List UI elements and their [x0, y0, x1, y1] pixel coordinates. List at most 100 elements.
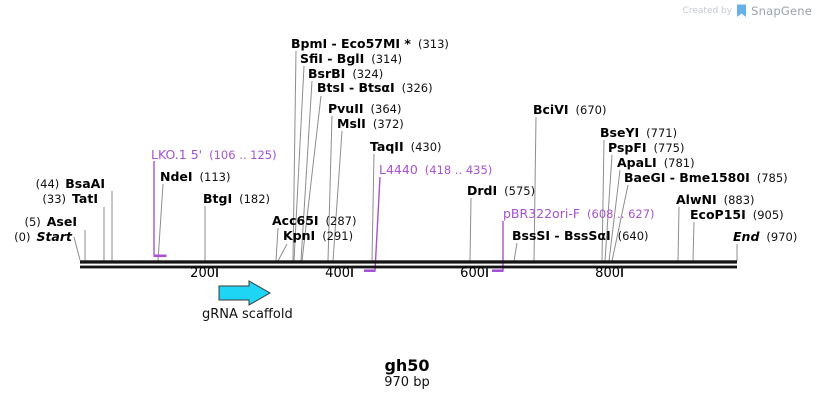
enzyme-position: (291): [322, 229, 354, 243]
site-label-drdi[interactable]: DrdI (575): [467, 184, 535, 198]
enzyme-name: KpnI: [283, 228, 316, 243]
enzyme-position: (313): [417, 37, 449, 51]
enzyme-name: TaqII: [370, 139, 404, 154]
primer-name: pBR322ori-F: [503, 206, 581, 221]
enzyme-position: (640): [617, 229, 649, 243]
primer-l4440-annotation: [364, 176, 381, 272]
enzyme-name: ApaLI: [617, 155, 657, 170]
site-label-baegi[interactable]: BaeGI - Bme1580I (785): [624, 171, 788, 185]
sequence-line[interactable]: [80, 260, 737, 269]
primer-label-pbr322ori-f[interactable]: pBR322ori-F (608 .. 627): [503, 207, 655, 221]
site-label-bseyi[interactable]: BseYI (771): [600, 126, 677, 140]
enzyme-name: AlwNI: [676, 192, 717, 207]
site-label-bsaai[interactable]: (44) BsaAI: [36, 177, 105, 191]
enzyme-name: BpmI - Eco57MI *: [291, 36, 411, 51]
grna-scaffold-arrow[interactable]: [218, 280, 272, 306]
snapgene-logo-icon: [737, 4, 747, 17]
grna-scaffold-label[interactable]: gRNA scaffold: [202, 307, 293, 322]
site-label-bsssi[interactable]: BssSI - BssSαI (640): [512, 229, 649, 243]
brand-name-text: SnapGene: [751, 4, 812, 18]
primer-lko-annotation: [153, 161, 167, 258]
enzyme-position: (883): [723, 193, 755, 207]
site-label-ecop15i[interactable]: EcoP15I (905): [690, 208, 784, 222]
primer-pbr322ori-annotation: [492, 221, 504, 272]
leader-lines: [73, 50, 738, 262]
marker-position: (970): [766, 230, 798, 244]
enzyme-position: (33): [42, 192, 67, 206]
site-label-bcivi[interactable]: BciVI (670): [533, 103, 606, 117]
site-label-apali[interactable]: ApaLI(781): [617, 156, 695, 170]
end-marker-label: End (970): [733, 230, 797, 244]
marker-name: Start: [36, 229, 72, 244]
site-label-btgi[interactable]: BtgI (182): [203, 192, 270, 206]
primer-range: (418 .. 435): [424, 163, 493, 177]
primer-name: L4440: [379, 162, 418, 177]
primer-range: (608 .. 627): [587, 207, 655, 221]
site-label-kpni[interactable]: KpnI (291): [283, 229, 353, 243]
primer-range: (106 .. 125): [209, 148, 277, 162]
enzyme-name: PvuII: [328, 101, 364, 116]
site-label-alwni[interactable]: AlwNI (883): [676, 193, 755, 207]
enzyme-name: BseYI: [600, 125, 640, 140]
primer-label-l4440[interactable]: L4440 (418 .. 435): [379, 163, 492, 177]
site-label-ndei[interactable]: NdeI(113): [160, 170, 230, 184]
enzyme-position: (314): [371, 52, 403, 66]
site-label-pspfi[interactable]: PspFI (775): [608, 141, 684, 155]
enzyme-name: BsrBI: [308, 66, 346, 81]
map-title-block: gh50 970 bp: [327, 356, 487, 391]
enzyme-position: (775): [653, 141, 685, 155]
enzyme-position: (182): [239, 192, 271, 206]
enzyme-name: Acc65I: [272, 213, 319, 228]
enzyme-position: (287): [325, 214, 357, 228]
start-marker-label: (0)Start: [14, 230, 72, 244]
enzyme-name: TatI: [72, 191, 98, 206]
enzyme-name: EcoP15I: [690, 207, 746, 222]
site-label-pvuii[interactable]: PvuII (364): [328, 102, 401, 116]
site-label-bpmi[interactable]: BpmI - Eco57MI * (313): [291, 37, 449, 51]
enzyme-name: BaeGI - Bme1580I: [624, 170, 750, 185]
primer-name: LKO.1 5': [151, 147, 203, 162]
site-label-asei[interactable]: (5)AseI: [24, 215, 77, 229]
marker-name: End: [733, 229, 760, 244]
enzyme-name: AseI: [46, 214, 77, 229]
site-label-acc65i[interactable]: Acc65I (287): [272, 214, 356, 228]
enzyme-name: PspFI: [608, 140, 647, 155]
enzyme-position: (575): [504, 184, 536, 198]
enzyme-position: (372): [372, 117, 404, 131]
site-label-sfii[interactable]: SfiI - BglI(314): [300, 52, 402, 66]
enzyme-name: BciVI: [533, 102, 569, 117]
site-label-bsrbi[interactable]: BsrBI (324): [308, 67, 383, 81]
enzyme-name: BssSI - BssSαI: [512, 228, 611, 243]
enzyme-position: (670): [575, 103, 607, 117]
snapgene-branding: Created by SnapGene: [683, 4, 812, 18]
site-label-msli[interactable]: MslI (372): [337, 117, 404, 131]
enzyme-name: DrdI: [467, 183, 498, 198]
enzyme-name: BsaAI: [65, 176, 105, 191]
created-by-text: Created by: [682, 6, 733, 16]
enzyme-name: BtsI - BtsαI: [317, 80, 395, 95]
ruler-ticks: [216, 268, 623, 277]
ruler-label-800: 800: [595, 266, 620, 281]
enzyme-name: BtgI: [203, 191, 233, 206]
site-label-taqii[interactable]: TaqII (430): [370, 140, 442, 154]
enzyme-name: NdeI: [160, 169, 193, 184]
enzyme-position: (785): [756, 171, 788, 185]
site-label-btsi[interactable]: BtsI - BtsαI (326): [317, 81, 433, 95]
enzyme-position: (364): [370, 102, 402, 116]
enzyme-position: (44): [35, 177, 60, 191]
ruler-label-200: 200: [190, 266, 215, 281]
ruler-label-400: 400: [325, 266, 350, 281]
primer-label-lko1-5[interactable]: LKO.1 5' (106 .. 125): [151, 148, 277, 162]
enzyme-position: (905): [752, 208, 784, 222]
enzyme-position: (771): [646, 126, 678, 140]
enzyme-name: MslI: [337, 116, 366, 131]
map-name: gh50: [384, 356, 430, 375]
ruler-label-600: 600: [460, 266, 485, 281]
enzyme-position: (430): [410, 140, 442, 154]
map-length: 970 bp: [384, 375, 430, 390]
site-label-tati[interactable]: (33) TatI: [42, 192, 98, 206]
enzyme-position: (326): [401, 81, 433, 95]
enzyme-position: (324): [352, 67, 384, 81]
